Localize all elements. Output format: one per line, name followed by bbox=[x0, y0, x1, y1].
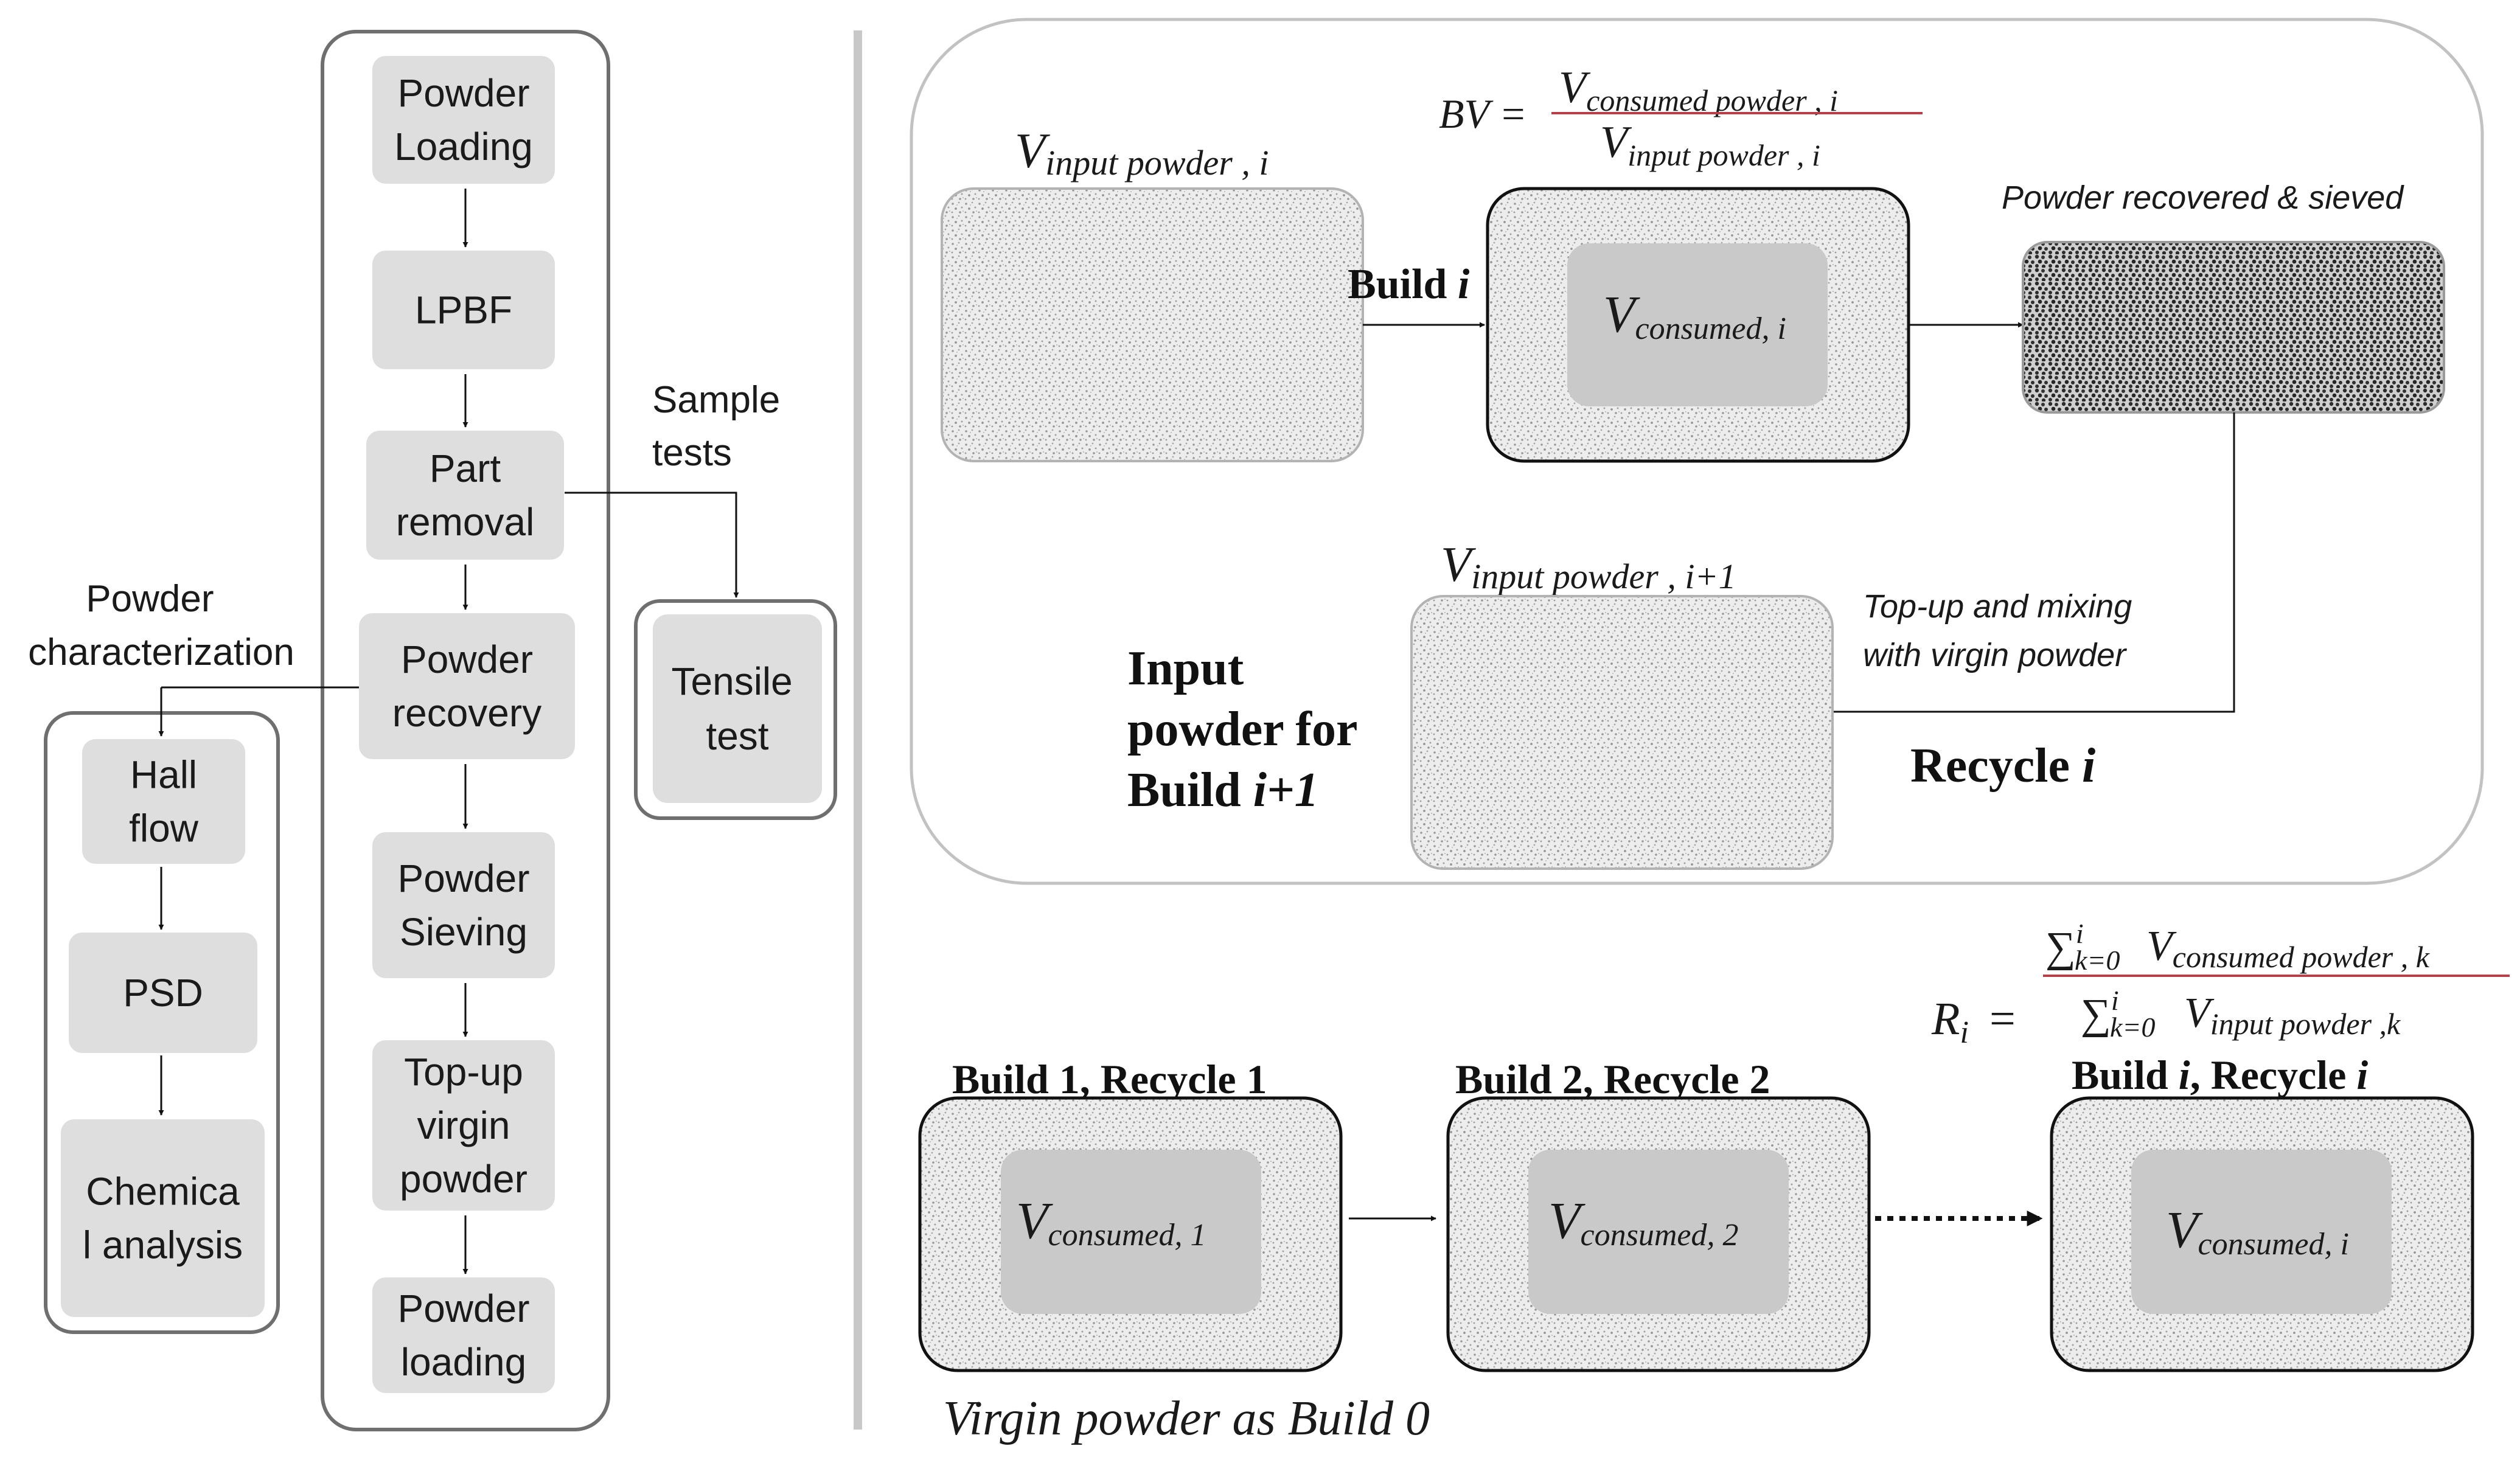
svg-text:k=0: k=0 bbox=[2075, 945, 2120, 976]
input-powder-label: Vinput powder , i bbox=[1015, 123, 1269, 182]
arrow-part-removal-to-tensile bbox=[565, 492, 739, 598]
build-2-title: Build 2, Recycle 2 bbox=[1455, 1056, 1770, 1102]
step-lpbf: LPBF bbox=[372, 251, 555, 369]
recovered-label: Powder recovered & sieved bbox=[2002, 179, 2404, 216]
characterization-arrows bbox=[158, 686, 359, 1116]
build-i-consumed-box bbox=[2131, 1150, 2392, 1314]
svg-text:BV =: BV = bbox=[1439, 91, 1527, 137]
build-i-title: Build i, Recycle i bbox=[2072, 1052, 2368, 1098]
step-powder-recovery-box bbox=[359, 613, 575, 759]
build-2-consumed-box bbox=[1528, 1150, 1789, 1314]
build-2: Build 2, Recycle 2 Vconsumed, 2 bbox=[1446, 1056, 1871, 1372]
char-step-hall-flow-box bbox=[82, 739, 245, 864]
svg-text:Vinput powder , i: Vinput powder , i bbox=[1600, 117, 1820, 172]
build-i: Build i, Recycle i Vconsumed, i bbox=[2050, 1052, 2474, 1372]
cycle-container bbox=[910, 18, 2484, 885]
process-flow-container bbox=[321, 30, 610, 1431]
svg-text:Vinput powder ,k: Vinput powder ,k bbox=[2184, 990, 2401, 1041]
next-input-powder-label: Vinput powder , i+1 bbox=[1441, 537, 1736, 596]
char-step-psd-box bbox=[69, 933, 257, 1053]
virgin-powder-note: Virgin powder as Build 0 bbox=[943, 1392, 1430, 1445]
step-powder-sieving-box bbox=[372, 832, 555, 978]
build-1-title: Build 1, Recycle 1 bbox=[952, 1056, 1267, 1102]
svg-text:∑i: ∑i bbox=[2045, 918, 2084, 971]
topup-label: Top-up and mixing with virgin powder bbox=[1863, 588, 2141, 673]
build-2-consumed-label: Vconsumed, 2 bbox=[1548, 1191, 1739, 1253]
tensile-test-label: Tensile test bbox=[672, 659, 804, 758]
arrow-recovered-to-next-input bbox=[1828, 412, 2235, 715]
builds-chain: Build 1, Recycle 1 Vconsumed, 1 Build 2,… bbox=[918, 1052, 2474, 1445]
build-1: Build 1, Recycle 1 Vconsumed, 1 bbox=[918, 1056, 1343, 1372]
svg-text:∑i: ∑i bbox=[2081, 985, 2119, 1038]
svg-text:Ri: Ri bbox=[1931, 993, 1969, 1050]
build-1-consumed-label: Vconsumed, 1 bbox=[1016, 1191, 1206, 1253]
consumed-box bbox=[1567, 243, 1828, 406]
recovered-powder-box bbox=[2022, 241, 2445, 414]
step-top-up-virgin-powder-box bbox=[372, 1040, 555, 1211]
build-1-consumed-box bbox=[1001, 1150, 1261, 1314]
sample-tests-group: Sample tests Tensile test bbox=[565, 379, 837, 820]
tensile-test-box bbox=[653, 614, 822, 803]
bv-formula: BV = Vconsumed powder , i Vinput powder … bbox=[1439, 63, 1923, 172]
recycling-cycle: BV = Vconsumed powder , i Vinput powder … bbox=[910, 18, 2484, 885]
input-for-next-build-label: Input powder for Build i+1 bbox=[1127, 642, 1369, 817]
step-powder-loading-final-box bbox=[372, 1277, 555, 1393]
input-powder-box bbox=[941, 187, 1364, 462]
char-step-chemical-analysis-box bbox=[61, 1119, 265, 1317]
sample-tests-container bbox=[634, 599, 837, 820]
svg-text:Vconsumed powder , k: Vconsumed powder , k bbox=[2146, 923, 2430, 974]
svg-text:Vconsumed powder , i: Vconsumed powder , i bbox=[1559, 63, 1838, 117]
recycle-i-label: Recycle i bbox=[1910, 739, 2095, 793]
build-i-label: Build i bbox=[1348, 261, 1470, 308]
build-i-consumed-label: Vconsumed, i bbox=[2166, 1200, 2349, 1262]
sample-tests-heading: Sample tests bbox=[652, 379, 790, 474]
step-lpbf-box bbox=[372, 251, 555, 369]
svg-text:=: = bbox=[1989, 993, 2016, 1044]
step-lpbf-label: LPBF bbox=[415, 288, 512, 332]
char-step-psd: PSD bbox=[69, 933, 257, 1053]
char-step-psd-label: PSD bbox=[123, 971, 203, 1015]
next-input-powder-box bbox=[1410, 595, 1834, 870]
ratio-formula: Ri = ∑i k=0 Vconsumed powder , k ∑i k=0 … bbox=[1931, 918, 2510, 1050]
step-part-removal-box bbox=[366, 431, 564, 560]
characterization-heading: Powder characterization bbox=[28, 578, 294, 673]
step-powder-loading-box bbox=[372, 56, 555, 184]
svg-text:k=0: k=0 bbox=[2110, 1012, 2155, 1043]
consumed-label: Vconsumed, i bbox=[1603, 285, 1786, 346]
